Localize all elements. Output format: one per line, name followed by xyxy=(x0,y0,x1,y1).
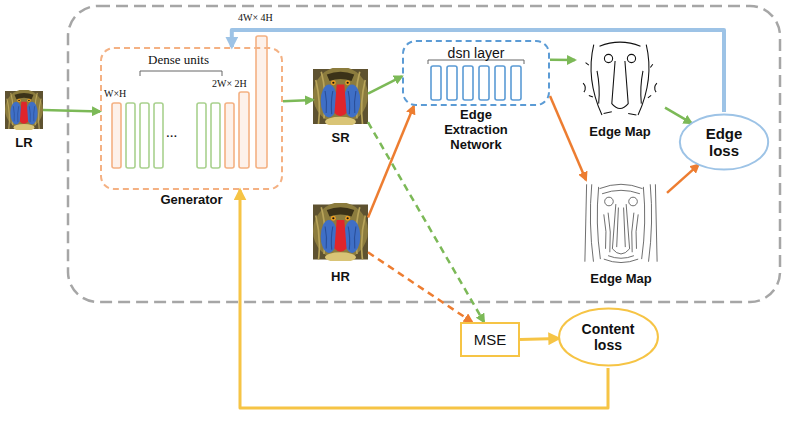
node-label: HR xyxy=(331,270,350,285)
node-label: Edge loss xyxy=(696,125,752,160)
loss-ellipse: Content loss xyxy=(557,306,660,368)
node-label: dsn layer xyxy=(404,45,548,61)
node-label: SR xyxy=(331,131,349,146)
connector-arrow xyxy=(667,165,699,193)
connector-arrow xyxy=(368,106,414,218)
node-label: Content loss xyxy=(575,321,641,353)
dimension-label: 2W× 2H xyxy=(212,78,247,89)
node-label: MSE xyxy=(474,331,507,348)
dsn-bars xyxy=(431,66,521,100)
connector-arrow xyxy=(368,76,402,93)
connector-arrow xyxy=(550,59,575,62)
dimension-label: Dense units xyxy=(148,52,209,68)
connector-arrow xyxy=(240,190,608,408)
node-label: Edge Map xyxy=(590,272,651,287)
loss-ellipse: Edge loss xyxy=(678,112,770,172)
node-label: LR xyxy=(15,136,32,151)
connector-arrow xyxy=(232,30,724,112)
connector-arrow xyxy=(550,96,586,180)
network-box: dsn layerEdge Extraction Network xyxy=(402,40,550,106)
connector-arrow xyxy=(520,338,559,339)
dimension-label: W×H xyxy=(104,88,126,99)
image-node: HR xyxy=(313,203,368,261)
image-node: Edge Map xyxy=(575,38,665,120)
node-label: Edge Extraction Network xyxy=(430,108,522,153)
connector-arrow xyxy=(368,122,484,322)
process-box: MSE xyxy=(460,322,520,357)
connector-arrow xyxy=(283,100,313,101)
node-label: Edge Map xyxy=(589,125,650,140)
dimension-label: ... xyxy=(166,124,177,141)
bracket xyxy=(140,71,222,76)
connector-arrow xyxy=(368,252,472,322)
connector-arrow xyxy=(665,108,692,124)
dimension-label: 4W× 4H xyxy=(238,12,273,23)
outer-region xyxy=(68,6,780,302)
image-node: SR xyxy=(313,68,368,125)
connector-arrow xyxy=(43,110,100,111)
image-node: LR xyxy=(5,90,43,130)
image-node: Edge Map xyxy=(575,180,667,266)
dense-bars xyxy=(112,36,267,168)
network-box: Generator xyxy=(100,47,283,190)
node-label: Generator xyxy=(160,193,222,208)
